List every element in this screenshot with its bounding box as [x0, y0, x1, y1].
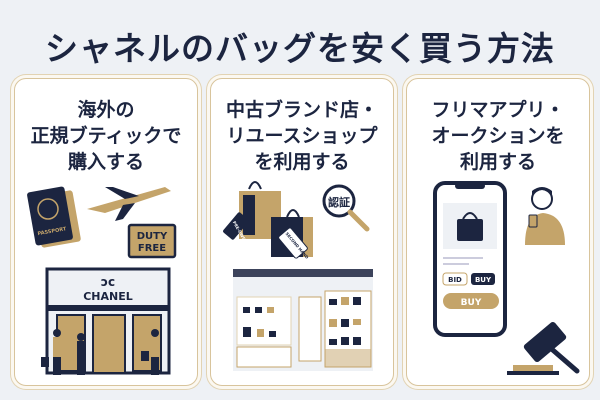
duty-free-sign: DUTY FREE — [127, 223, 177, 259]
app-illustration: BID BUY BUY — [433, 181, 580, 375]
svg-text:ↄc: ↄc — [101, 275, 115, 289]
passport-icon: PASSPORT — [27, 186, 81, 248]
svg-text:PASSPORT: PASSPORT — [37, 226, 67, 237]
card-title: 海外の 正規ブティックで 購入する — [30, 99, 182, 173]
bid-button[interactable] — [442, 272, 468, 286]
svg-text:BID: BID — [448, 276, 462, 284]
shop-interior — [233, 269, 373, 371]
card-title: フリマアプリ・ オークションを 利用する — [431, 99, 565, 173]
buy-button[interactable] — [443, 293, 499, 309]
svg-text:CHANEL: CHANEL — [83, 290, 133, 303]
svg-text:FREE: FREE — [138, 243, 166, 254]
person-with-phone — [525, 187, 565, 245]
buy-small-button[interactable] — [471, 273, 495, 285]
overseas-illustration: PASSPORT DUTY FREE ↄc CHANEL — [27, 186, 177, 375]
shopping-bags-icon: PRE-OWNED SECOND HAND — [223, 181, 313, 260]
svg-text:BUY: BUY — [475, 276, 492, 284]
page-title: シャネルのバッグを安く買う方法 — [45, 29, 555, 68]
airplane-icon — [87, 187, 171, 221]
reuse-illustration: PRE-OWNED SECOND HAND 認証 — [223, 181, 373, 371]
smartphone: BID BUY BUY — [433, 181, 507, 337]
handbag-icon — [457, 212, 483, 241]
svg-text:認証: 認証 — [328, 195, 350, 209]
gavel-icon — [507, 321, 580, 375]
card-flea-market-app: フリマアプリ・ オークションを 利用する BID BUY BUY — [406, 78, 590, 386]
svg-text:DUTY: DUTY — [137, 231, 168, 242]
card-overseas-boutique: 海外の 正規ブティックで 購入する PASSPORT DUTY FREE ↄc … — [14, 78, 198, 386]
chanel-store: ↄc CHANEL — [41, 267, 171, 375]
magnifier-icon: 認証 — [322, 184, 370, 232]
card-reuse-shop: 中古ブランド店・ リユースショップ を利用する PRE-OWNED SECOND… — [210, 78, 394, 386]
svg-text:BUY: BUY — [461, 298, 482, 308]
card-title: 中古ブランド店・ リユースショップ を利用する — [225, 99, 378, 173]
